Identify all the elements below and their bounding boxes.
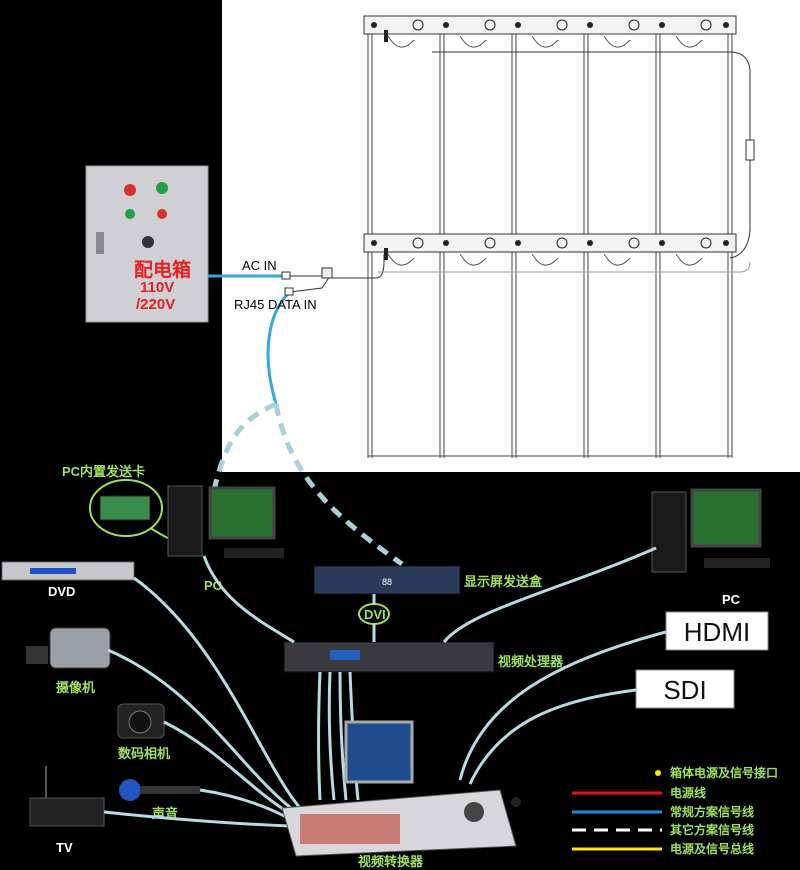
microphone-icon (119, 779, 141, 801)
pc-tower-icon (167, 485, 203, 557)
legend-item-1: 电源线 (670, 785, 706, 800)
data-in-label: RJ45 DATA IN (234, 297, 317, 312)
camcorder-group: 摄像机 (26, 627, 111, 695)
dvd-label: DVD (48, 584, 75, 599)
switcher-monitor-icon (344, 720, 414, 784)
video-processor-icon (283, 641, 495, 673)
green-button-icon (125, 209, 135, 219)
power-box-voltage-2: /220V (136, 296, 175, 313)
sending-card-icon (99, 495, 151, 521)
sender-box-group: 88 显示屏发送盒 (313, 565, 543, 595)
middle-rail (363, 233, 737, 253)
power-distribution-box: 配电箱 110V /220V (85, 165, 209, 323)
camcorder-label: 摄像机 (56, 680, 95, 695)
camera-label: 数码相机 (118, 746, 170, 761)
camera-group: 数码相机 (117, 703, 170, 761)
power-box-voltage-1: 110V (140, 279, 174, 296)
pc-right-label: PC (722, 592, 741, 607)
hdmi-box (665, 611, 769, 651)
camcorder-icon (49, 627, 111, 669)
power-box-title: 配电箱 (134, 258, 191, 281)
legend-item-2: 常规方案信号线 (670, 804, 754, 819)
ac-in-label: AC IN (242, 258, 277, 273)
pc-card-label: PC内置发送卡 (62, 464, 145, 479)
top-rail (363, 15, 737, 35)
meter-icon (96, 232, 104, 254)
dashed-signal-lines (211, 401, 404, 567)
tv-box-icon (29, 797, 105, 827)
junction-icon (321, 267, 333, 279)
pc-card-circle (89, 479, 163, 537)
legend-item-4: 电源及信号总线 (670, 841, 754, 856)
hdmi-label: HDMI (684, 617, 750, 647)
svg-text:88: 88 (382, 577, 392, 587)
led-screen-wall (330, 15, 755, 458)
rail-fittings (371, 19, 729, 260)
legend-item-0: 箱体电源及信号接口 (670, 765, 778, 780)
video-switcher-group: 视频转换器 (281, 720, 521, 869)
signal-cables (103, 546, 667, 828)
pc-right-group: PC (651, 488, 770, 607)
input-cables: AC IN RJ45 DATA IN (208, 258, 333, 405)
sender-box-icon (313, 565, 461, 595)
dvi-label: DVI (364, 607, 386, 622)
red-indicator-icon (124, 184, 136, 196)
tv-group: TV (29, 766, 105, 855)
ac-in-plug (281, 271, 291, 280)
pc-right-tower-icon (651, 491, 687, 573)
processor-label: 视频处理器 (498, 654, 564, 669)
keyboard-icon (224, 548, 284, 558)
pc-monitor-icon (208, 486, 276, 540)
pc-left-group: PC内置发送卡 PC (62, 464, 284, 593)
legend: 箱体电源及信号接口 电源线 常规方案信号线 其它方案信号线 电源及信号总线 (572, 765, 778, 856)
legend-item-3: 其它方案信号线 (670, 822, 754, 837)
rj45-cable (266, 290, 292, 405)
pc-right-keyboard-icon (704, 558, 770, 568)
pc-right-monitor-icon (690, 488, 762, 548)
tv-label: TV (56, 840, 73, 855)
red-button-icon (157, 209, 167, 219)
sdi-label: SDI (663, 675, 706, 705)
sdi-box (635, 669, 735, 709)
legend-dot-icon (655, 770, 661, 776)
green-indicator-icon (156, 182, 168, 194)
dvd-player-group: DVD (1, 561, 135, 599)
switcher-label: 视频转换器 (358, 854, 424, 869)
video-processor-group: 视频处理器 (283, 641, 564, 673)
sender-box-label: 显示屏发送盒 (464, 574, 543, 589)
rotary-switch-icon (142, 236, 154, 248)
